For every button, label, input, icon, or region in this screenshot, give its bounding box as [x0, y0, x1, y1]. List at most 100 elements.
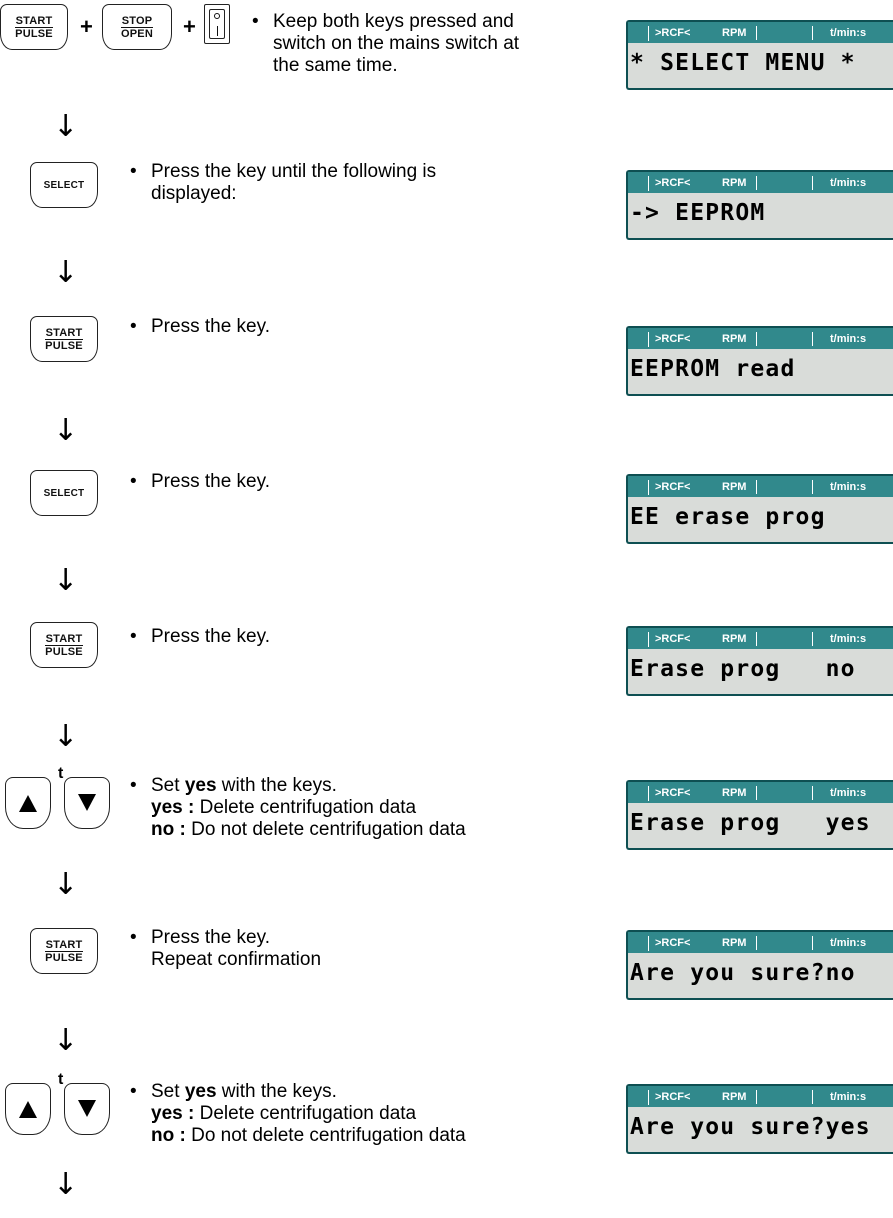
lcd-rcf-label: >RCF< — [655, 1091, 691, 1103]
lcd-rcf-label: >RCF< — [655, 27, 691, 39]
start-pulse-key[interactable]: START PULSE — [30, 928, 98, 974]
up-arrow-key[interactable] — [5, 1083, 51, 1135]
yes-text: Delete centrifugation data — [194, 1103, 417, 1124]
lcd-header: >RCF< RPM t/min:s — [628, 782, 893, 803]
lcd-text: -> EEPROM — [630, 200, 766, 226]
lcd-rpm-label: RPM — [722, 27, 747, 39]
down-arrow: ↓ — [53, 109, 79, 144]
lcd-text: Erase prog yes — [630, 810, 871, 836]
up-arrow-key[interactable] — [5, 777, 51, 829]
lcd-header: >RCF< RPM t/min:s — [628, 476, 893, 497]
down-arrow: ↓ — [53, 413, 79, 448]
key-marker-t: t — [58, 1071, 64, 1088]
stop-open-key[interactable]: STOP OPEN — [102, 4, 172, 50]
yes-label: yes : — [151, 1103, 195, 1124]
yes-line: yes : Delete centrifugation data — [151, 797, 466, 819]
lcd-rpm-label: RPM — [722, 333, 747, 345]
lcd-rcf-label: >RCF< — [655, 633, 691, 645]
bullet: • — [130, 161, 137, 182]
lcd-time-label: t/min:s — [830, 333, 867, 345]
bullet: • — [130, 626, 137, 647]
bullet: • — [130, 927, 137, 948]
lcd-rcf-label: >RCF< — [655, 481, 691, 493]
lcd-text: EEPROM read — [630, 356, 796, 382]
mains-switch-icon[interactable] — [204, 4, 230, 44]
key-label-top: START — [44, 632, 84, 646]
key-label: SELECT — [43, 487, 85, 499]
key-label-bottom: PULSE — [45, 645, 83, 658]
step-text-line: switch on the mains switch at — [273, 33, 520, 54]
lcd-time-label: t/min:s — [830, 633, 867, 645]
lcd-header: >RCF< RPM t/min:s — [628, 1086, 893, 1107]
down-arrow-key[interactable] — [64, 777, 110, 829]
text-bold: yes — [184, 775, 217, 796]
step-text-line: Press the key. — [151, 316, 270, 337]
step-8-text: Set yes with the keys. yes : Delete cent… — [151, 1081, 466, 1147]
select-key[interactable]: SELECT — [30, 162, 98, 208]
lcd-text: EE erase prog — [630, 504, 826, 530]
lcd-text: Are you sure?yes — [630, 1114, 871, 1140]
step-text-line: displayed: — [151, 183, 237, 204]
lcd-display: >RCF< RPM t/min:s Erase prog yes — [626, 780, 893, 850]
lcd-display: >RCF< RPM t/min:s Erase prog no — [626, 626, 893, 696]
step-7-text: Press the key. Repeat confirmation — [151, 927, 321, 971]
no-text: Do not delete centrifugation data — [185, 1125, 466, 1146]
step-text-line: Repeat confirmation — [151, 949, 322, 970]
set-yes-line: Set yes with the keys. — [151, 1081, 466, 1103]
step-6-text: Set yes with the keys. yes : Delete cent… — [151, 775, 466, 841]
lcd-header: >RCF< RPM t/min:s — [628, 932, 893, 953]
yes-text: Delete centrifugation data — [194, 797, 417, 818]
start-pulse-key[interactable]: START PULSE — [30, 622, 98, 668]
start-pulse-key[interactable]: START PULSE — [0, 4, 68, 50]
yes-line: yes : Delete centrifugation data — [151, 1103, 466, 1125]
step-4-text: Press the key. — [151, 471, 270, 493]
set-yes-line: Set yes with the keys. — [151, 775, 466, 797]
key-label-bottom: OPEN — [121, 27, 153, 40]
text-part: Set — [151, 1081, 185, 1102]
step-text-line: Press the key. — [151, 626, 270, 647]
lcd-text: Are you sure?no — [630, 960, 856, 986]
lcd-header: >RCF< RPM t/min:s — [628, 172, 893, 193]
lcd-rpm-label: RPM — [722, 1091, 747, 1103]
lcd-rpm-label: RPM — [722, 787, 747, 799]
plus-sign: + — [183, 14, 196, 39]
start-pulse-key[interactable]: START PULSE — [30, 316, 98, 362]
text-part: with the keys. — [216, 1081, 337, 1102]
key-label-top: STOP — [120, 14, 154, 28]
lcd-text: Erase prog no — [630, 656, 856, 682]
no-text: Do not delete centrifugation data — [185, 819, 466, 840]
lcd-rpm-label: RPM — [722, 177, 747, 189]
up-triangle-icon — [19, 1101, 37, 1118]
key-label: SELECT — [43, 179, 85, 191]
key-label-bottom: PULSE — [45, 951, 83, 964]
down-arrow: ↓ — [53, 563, 79, 598]
step-text-line: Keep both keys pressed and — [273, 11, 514, 32]
bullet: • — [130, 775, 137, 796]
lcd-time-label: t/min:s — [830, 177, 867, 189]
plus-sign: + — [80, 14, 93, 39]
down-arrow-key[interactable] — [64, 1083, 110, 1135]
key-label-top: START — [14, 14, 54, 28]
no-line: no : Do not delete centrifugation data — [151, 1125, 466, 1147]
lcd-header: >RCF< RPM t/min:s — [628, 328, 893, 349]
lcd-display: >RCF< RPM t/min:s Are you sure?no — [626, 930, 893, 1000]
text-part: with the keys. — [216, 775, 337, 796]
lcd-display: >RCF< RPM t/min:s EE erase prog — [626, 474, 893, 544]
bullet: • — [130, 471, 137, 492]
lcd-time-label: t/min:s — [830, 1091, 867, 1103]
select-key[interactable]: SELECT — [30, 470, 98, 516]
down-triangle-icon — [78, 1100, 96, 1117]
step-5-text: Press the key. — [151, 626, 270, 648]
lcd-time-label: t/min:s — [830, 787, 867, 799]
down-arrow: ↓ — [53, 867, 79, 902]
lcd-display: >RCF< RPM t/min:s -> EEPROM — [626, 170, 893, 240]
step-text-line: the same time. — [273, 55, 398, 76]
step-2-text: Press the key until the following is dis… — [151, 161, 436, 205]
text-bold: yes — [184, 1081, 217, 1102]
yes-label: yes : — [151, 797, 195, 818]
lcd-rcf-label: >RCF< — [655, 787, 691, 799]
lcd-display: >RCF< RPM t/min:s EEPROM read — [626, 326, 893, 396]
down-arrow: ↓ — [53, 1167, 79, 1202]
key-label-bottom: PULSE — [45, 339, 83, 352]
lcd-text: * SELECT MENU * — [630, 50, 856, 76]
